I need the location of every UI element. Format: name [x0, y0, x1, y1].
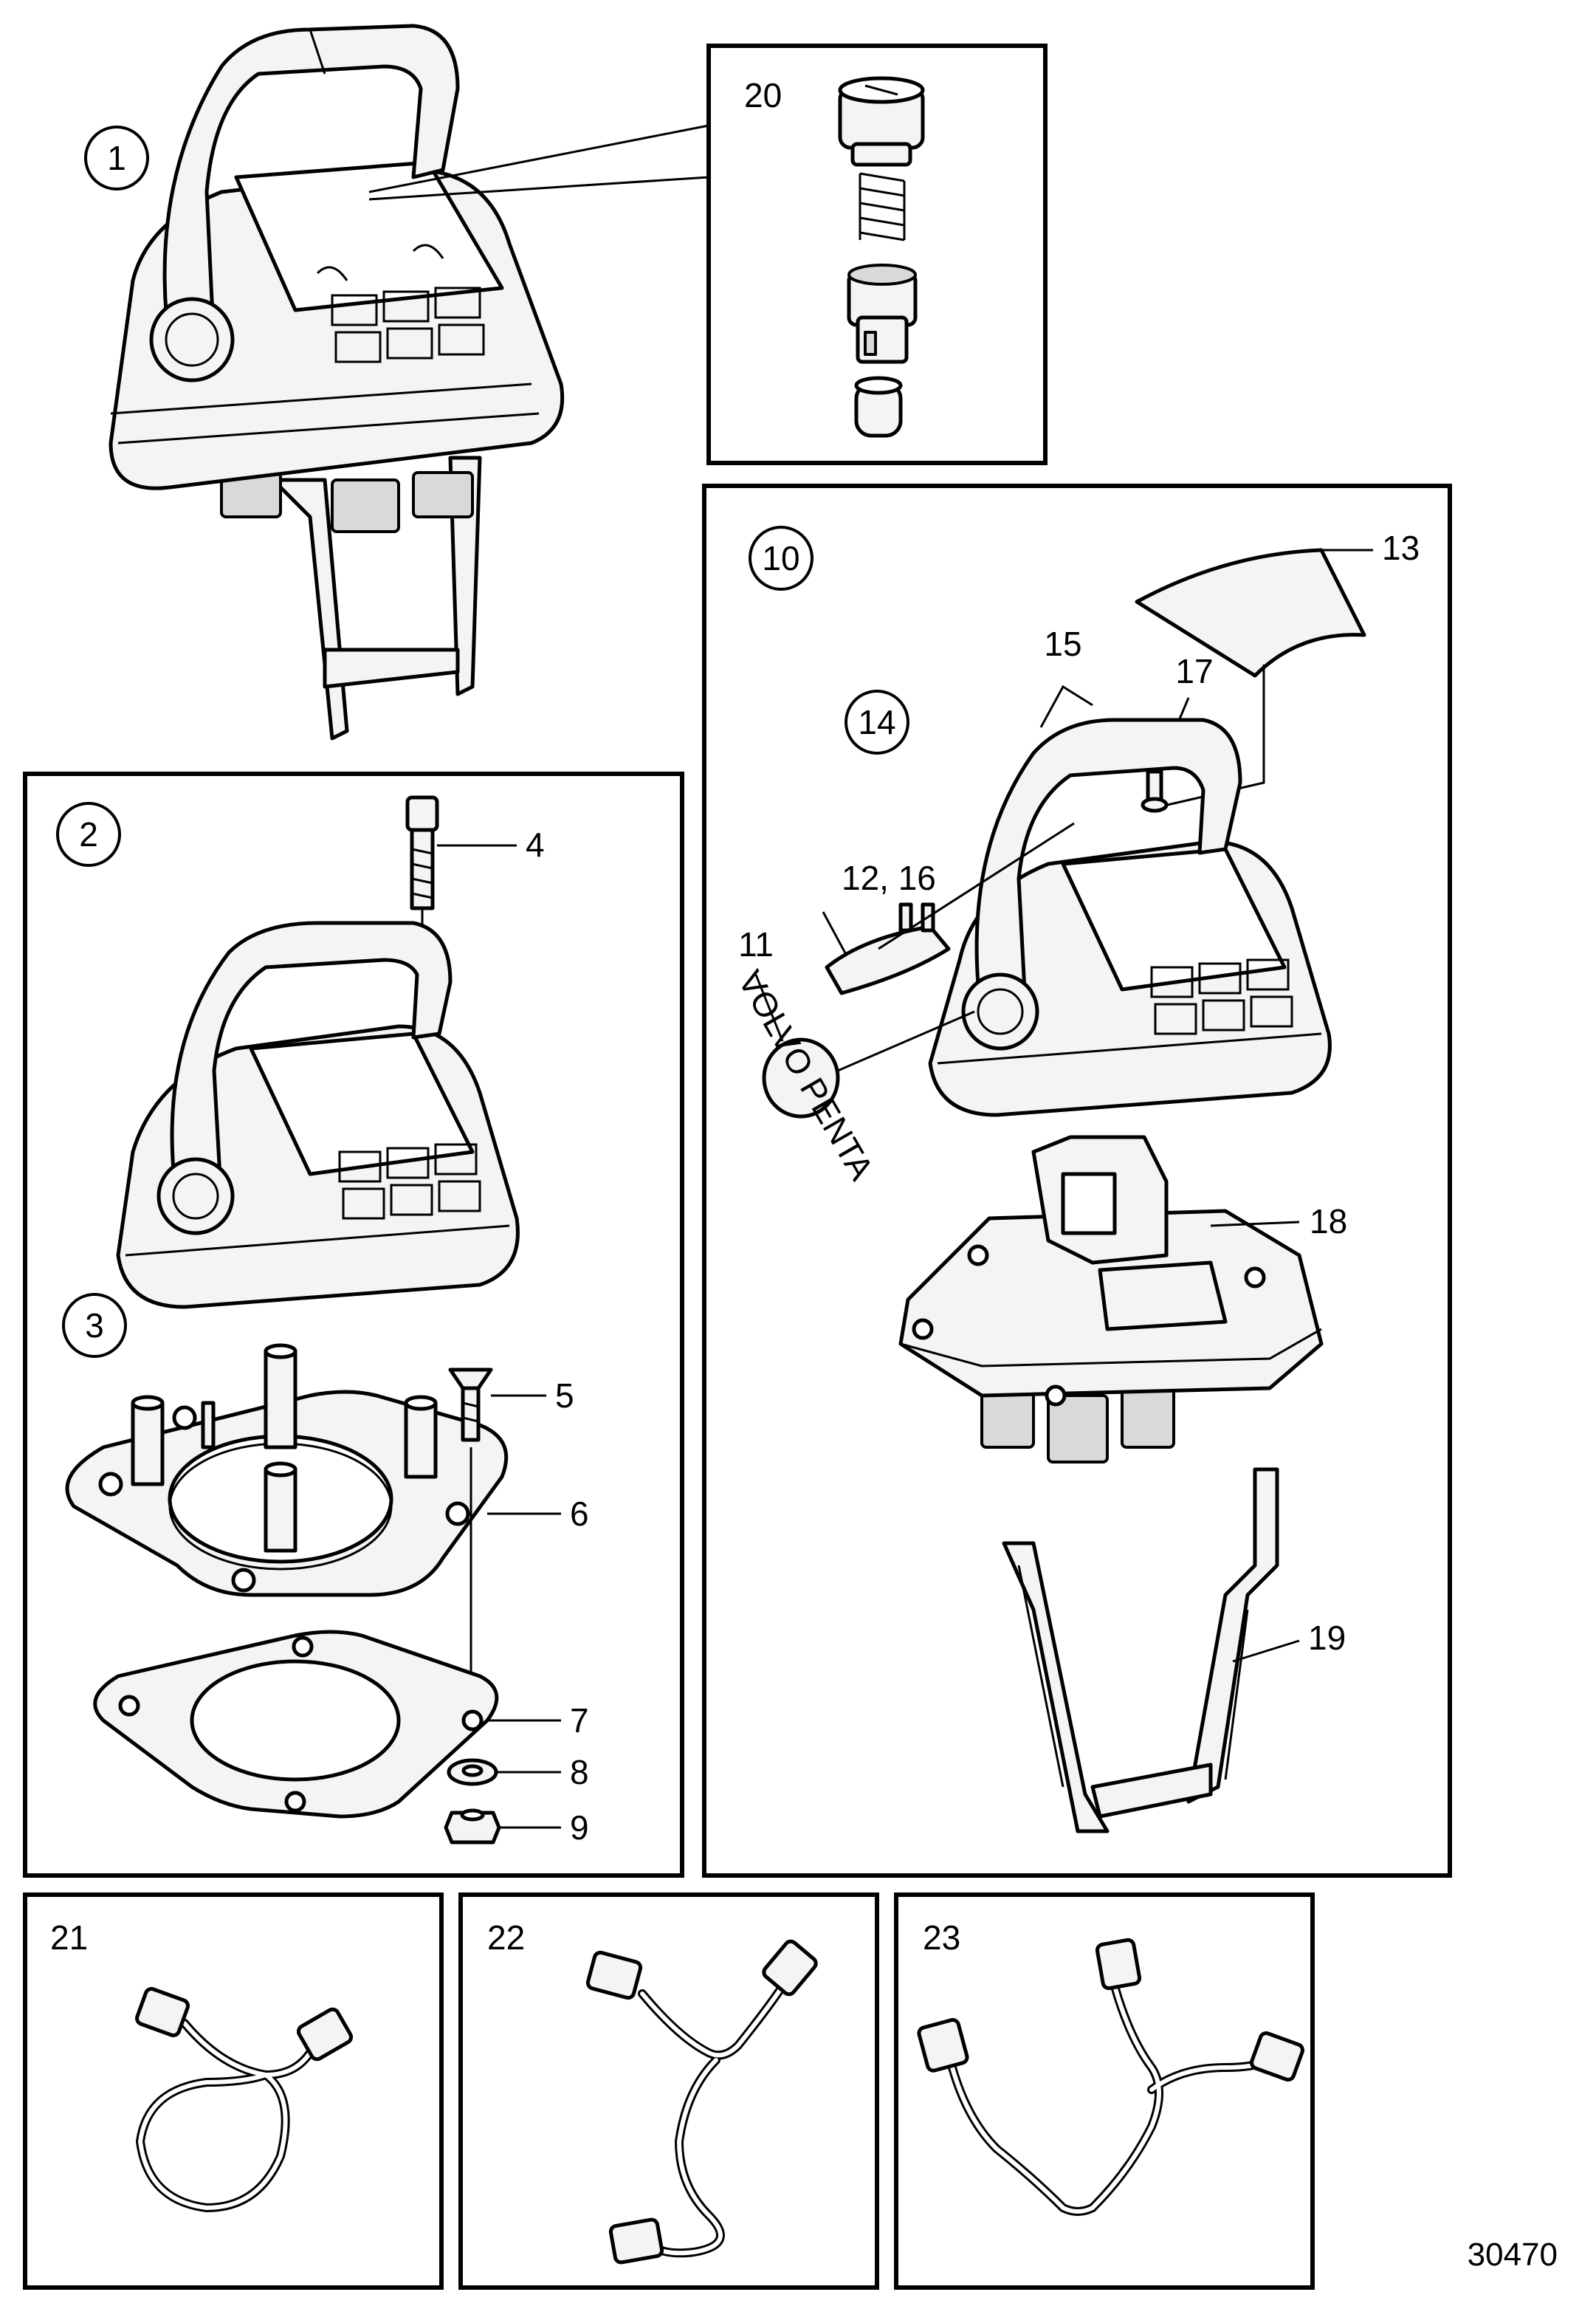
frame-kit-2-3: [23, 772, 684, 1878]
frame-detail-20: [706, 44, 1048, 465]
control-unit-kit-14: [928, 718, 1332, 1117]
mounting-plate-6: [65, 1343, 509, 1597]
label-4: 4: [526, 826, 545, 864]
label-circle-1: [84, 126, 149, 191]
label-3: 3: [85, 1306, 104, 1345]
label-11: 11: [738, 925, 774, 964]
detent-plunger: [847, 264, 918, 364]
emblem-11: VOLVO PENTA: [731, 964, 881, 1187]
label-19: 19: [1308, 1619, 1346, 1657]
label-12-16: 12, 16: [842, 859, 936, 897]
label-1: 1: [107, 139, 126, 177]
label-14: 14: [858, 703, 895, 741]
drawing-number: 30470: [1468, 2237, 1558, 2273]
nut-9: [444, 1808, 501, 1845]
bolt-4: [405, 795, 439, 910]
emblem-text: VOLVO PENTA: [731, 964, 881, 1187]
frame-cable-22: [458, 1893, 879, 2290]
label-circle-10: [749, 526, 814, 591]
gasket-7: [93, 1630, 499, 1819]
label-circle-14: [845, 690, 909, 755]
cable-harness-21: [135, 1987, 354, 2212]
washer-8: [447, 1758, 498, 1786]
label-circle-3: [62, 1293, 127, 1358]
screw-5: [448, 1368, 493, 1442]
label-6: 6: [570, 1495, 589, 1533]
lever-cover-12-16: [825, 902, 951, 995]
label-22: 22: [487, 1918, 525, 1957]
label-23: 23: [923, 1918, 960, 1957]
control-lever-assembly: [109, 24, 565, 741]
label-circle-2: [56, 802, 121, 867]
frame-kit-10: [702, 484, 1452, 1878]
label-5: 5: [555, 1376, 574, 1415]
detent-pin: [854, 376, 903, 438]
label-20: 20: [744, 76, 782, 114]
label-17: 17: [1175, 652, 1213, 690]
label-8: 8: [570, 1753, 589, 1791]
label-10: 10: [762, 539, 799, 577]
label-9: 9: [570, 1808, 589, 1847]
cable-harness-22: [585, 1939, 818, 2265]
screw-17: [1141, 769, 1169, 813]
label-18: 18: [1310, 1202, 1347, 1240]
label-21: 21: [50, 1918, 88, 1957]
control-module-18: [898, 1135, 1324, 1463]
frame-cable-21: [23, 1893, 444, 2290]
control-unit-kit-2: [116, 921, 520, 1309]
detent-cap: [838, 76, 925, 167]
label-13: 13: [1382, 529, 1420, 567]
handle-cover-13: [1135, 548, 1366, 678]
label-15: 15: [1044, 625, 1081, 663]
detent-spring: [859, 172, 906, 241]
label-2: 2: [79, 815, 98, 854]
cable-harness-23: [917, 1938, 1304, 2216]
frame-cable-23: [894, 1893, 1315, 2290]
label-7: 7: [570, 1701, 589, 1740]
bracket-19: [1002, 1467, 1279, 1833]
